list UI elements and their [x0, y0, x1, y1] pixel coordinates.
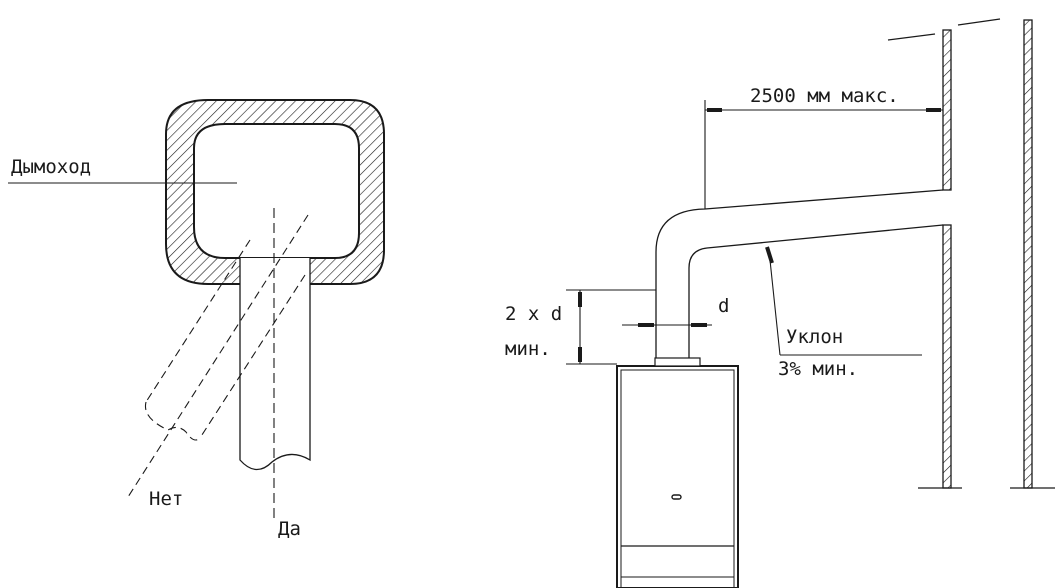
- wall-upper-section: [942, 29, 952, 191]
- wrong-option-label: Нет: [149, 488, 184, 510]
- incorrect-pipe-end: [144, 401, 201, 441]
- max-distance-label: 2500 мм макс.: [750, 85, 899, 107]
- chimney-section: [165, 99, 385, 285]
- wall-lower-section: [942, 224, 952, 489]
- height-label-line2: мин.: [505, 338, 551, 360]
- chimney-wall: [165, 99, 385, 285]
- height-label-line1: 2 x d: [505, 303, 563, 325]
- slope-label-line1: Уклон: [786, 326, 844, 348]
- break-line-left: [887, 33, 936, 41]
- appliance-inner-outline: [620, 369, 735, 588]
- slope-label-line2: 3% мин.: [778, 358, 859, 380]
- incorrect-pipe-edge-lower: [199, 274, 306, 439]
- break-lines: [887, 18, 1001, 41]
- incorrect-pipe: [127, 214, 309, 498]
- correct-pipe-body: [239, 258, 311, 471]
- wall: [918, 29, 962, 489]
- chimney-outer-wall: [1010, 19, 1055, 489]
- correct-pipe: [239, 258, 311, 471]
- appliance-flue-collar: [654, 357, 701, 367]
- correct-option-label: Да: [278, 518, 301, 540]
- slope-tick: [765, 246, 774, 264]
- incorrect-pipe-edge-upper: [145, 239, 251, 403]
- chimney-label: Дымоход: [11, 156, 92, 178]
- diameter-label: d: [718, 295, 730, 317]
- appliance: [616, 357, 739, 588]
- incorrect-pipe-axis: [127, 214, 309, 498]
- distance-dimension: [704, 100, 943, 209]
- flue-pipe-outer-edge: [655, 189, 944, 358]
- chimney-outer-wall-section: [1023, 19, 1033, 489]
- slope-leader-diagonal: [769, 259, 781, 356]
- appliance-body: [616, 365, 739, 588]
- flue-pipe-inner-edge: [688, 224, 944, 358]
- appliance-indicator: [671, 494, 682, 500]
- height-dimension: [566, 289, 656, 365]
- slope-callout: [765, 246, 922, 356]
- break-line-right: [957, 18, 1001, 26]
- flue-pipe: [655, 189, 944, 358]
